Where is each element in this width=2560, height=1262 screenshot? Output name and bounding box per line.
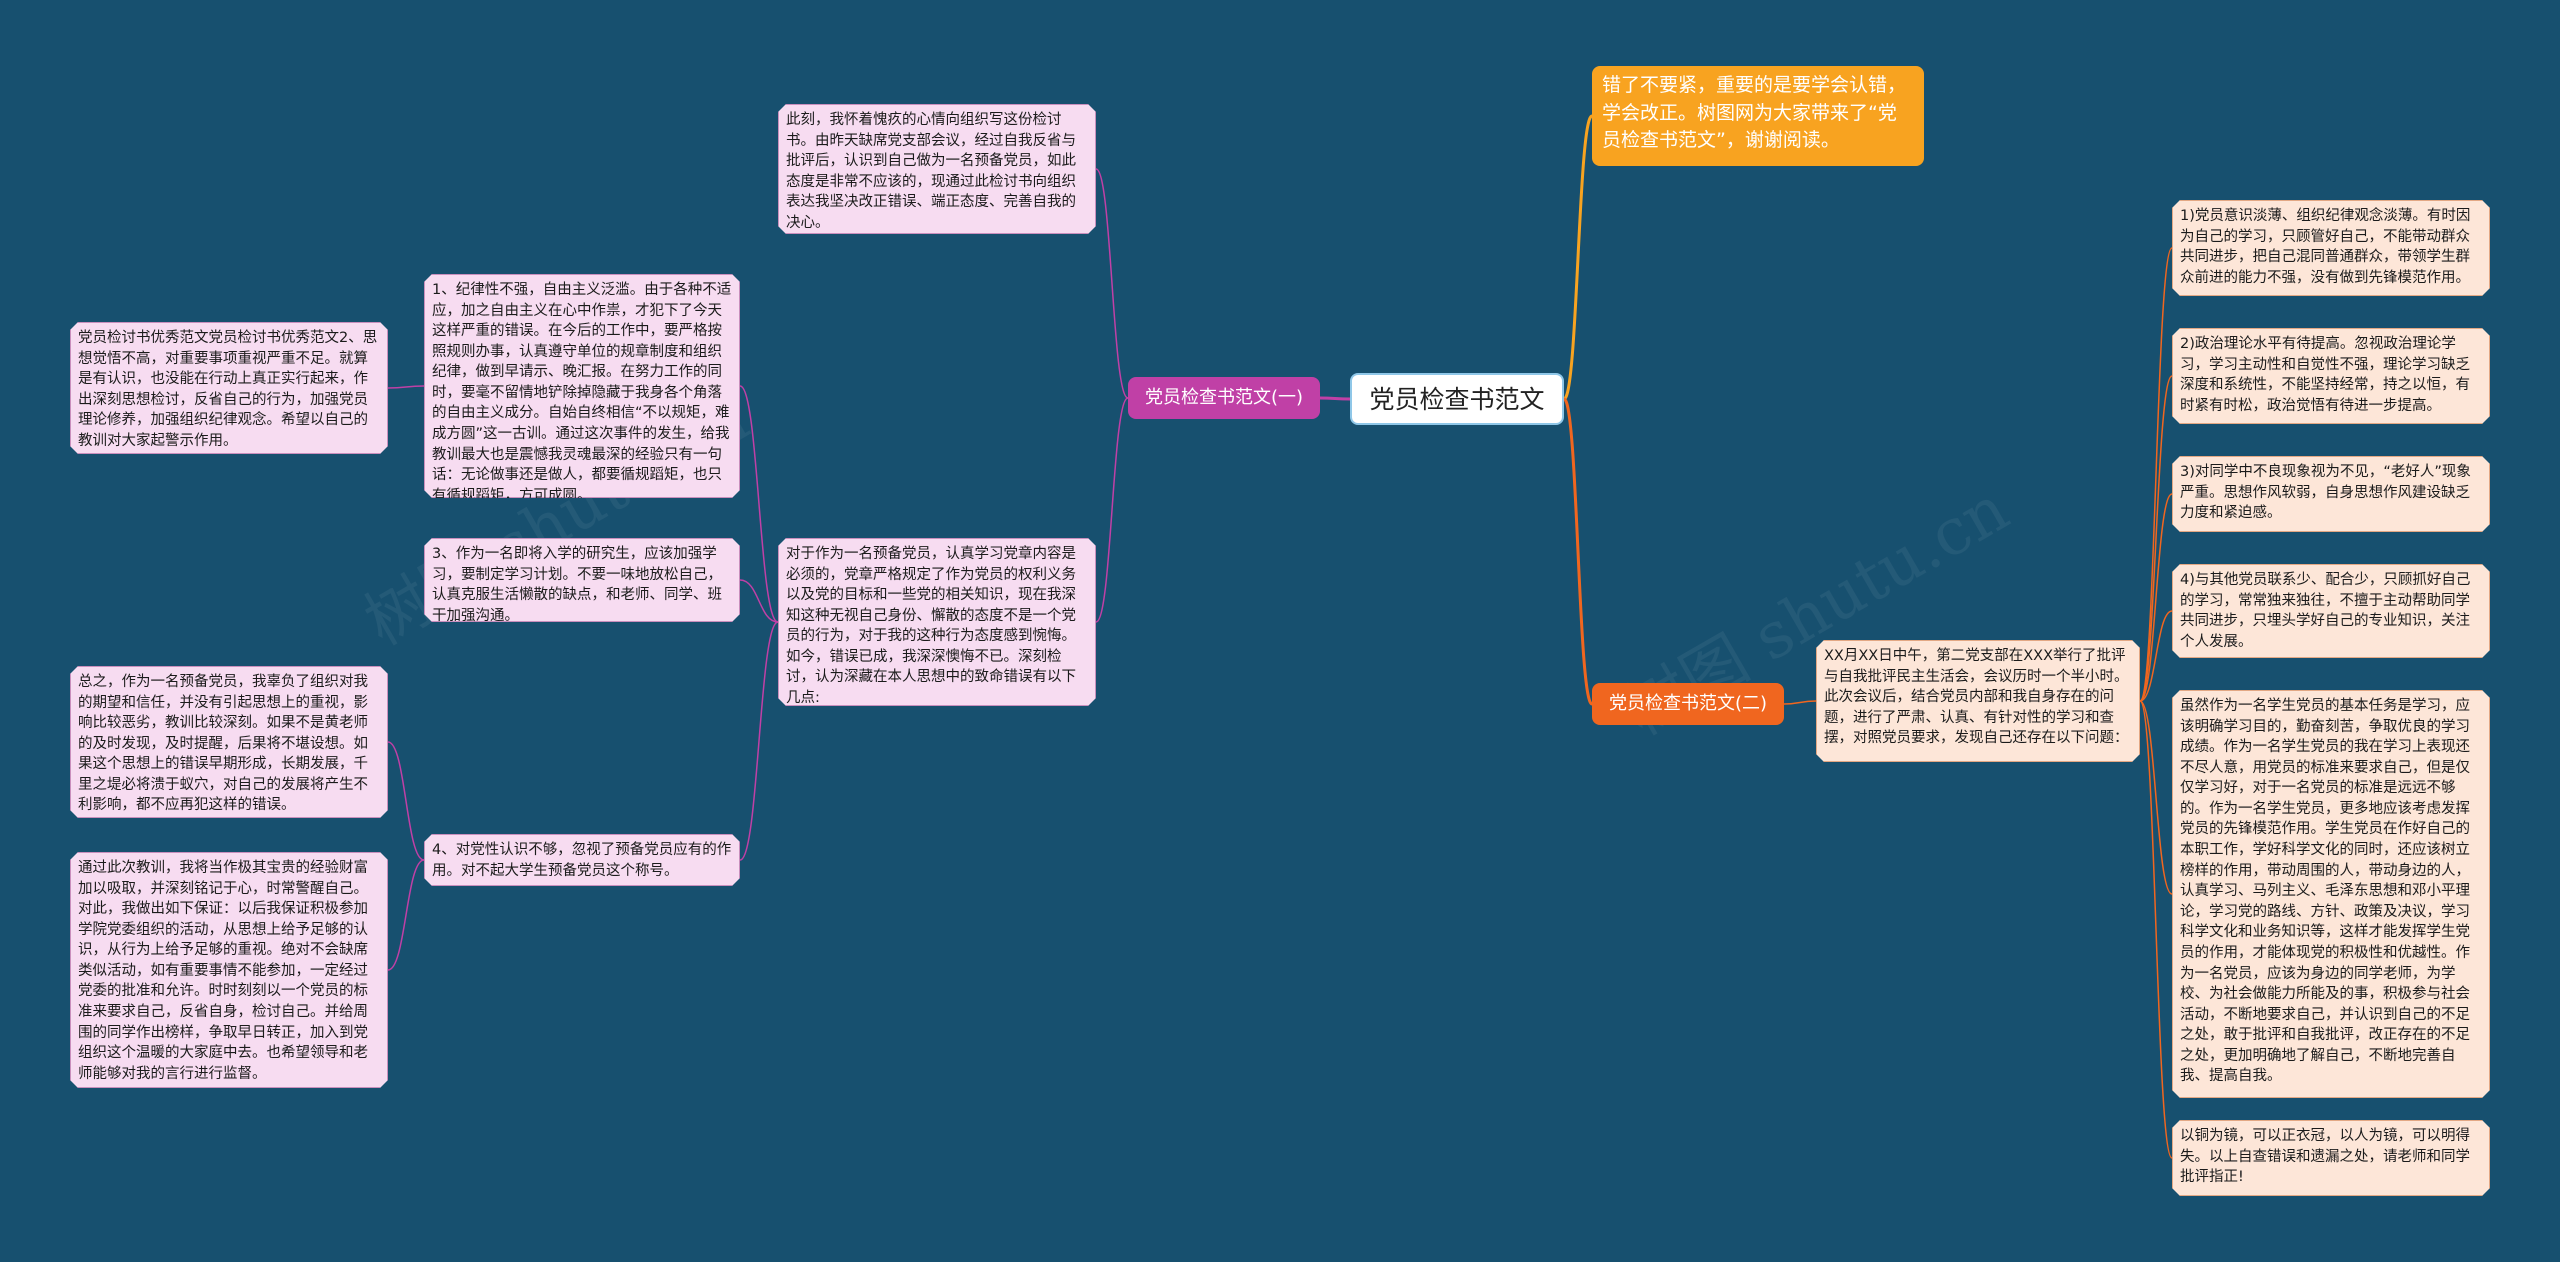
link-meeting-issue — [2139, 375, 2173, 702]
issue-item[interactable]: 3)对同学中不良现象视为不见，“老好人”现象严重。思想作风软弱，自身思想作风建设… — [2172, 456, 2490, 532]
issue-item[interactable]: 4)与其他党员联系少、配合少，只顾抓好自己的学习，常常独来独往，不擅于主动帮助同… — [2172, 564, 2490, 658]
issue-item[interactable]: 虽然作为一名学生党员的基本任务是学习，应该明确学习目的，勤奋刻苦，争取优良的学习… — [2172, 690, 2490, 1098]
link-meeting-issue — [2139, 493, 2173, 702]
branch-one-topic[interactable]: 党员检查书范文(一) — [1128, 377, 1320, 419]
intro-note[interactable]: 错了不要紧，重要的是要学会认错，学会改正。树图网为大家带来了“党员检查书范文”，… — [1592, 66, 1924, 166]
link-meeting-issue — [2139, 610, 2173, 702]
link-root-intro — [1562, 114, 1594, 401]
link-branch-two-meeting — [1783, 700, 1817, 705]
link-point-child — [387, 385, 425, 389]
link-root-branch-one — [1319, 396, 1351, 401]
branch-one-reflection[interactable]: 对于作为一名预备党员，认真学习党章内容是必须的，党章严格规定了作为党员的权利义务… — [778, 538, 1096, 706]
link-point-child — [387, 741, 425, 861]
point-awareness[interactable]: 党员检讨书优秀范文党员检讨书优秀范文2、思想觉悟不高，对重要事项重视严重不足。就… — [70, 322, 388, 454]
link-reflection-point — [739, 385, 779, 623]
meeting-summary[interactable]: XX月XX日中午，第二党支部在XXX举行了批评与自我批评民主生活会，会议历时一个… — [1816, 640, 2140, 762]
issue-item[interactable]: 2)政治理论水平有待提高。忽视政治理论学习，学习主动性和自觉性不强，理论学习缺乏… — [2172, 328, 2490, 424]
link-meeting-issue — [2139, 700, 2173, 1159]
link-meeting-issue — [2139, 247, 2173, 702]
point-summary[interactable]: 总之，作为一名预备党员，我辜负了组织对我的期望和信任，并没有引起思想上的重视，影… — [70, 666, 388, 818]
point-party-spirit[interactable]: 4、对党性认识不够，忽视了预备党员应有的作用。对不起大学生预备党员这个称号。 — [424, 834, 740, 886]
point-study-plan[interactable]: 3、作为一名即将入学的研究生，应该加强学习，要制定学习计划。不要一味地放松自己，… — [424, 538, 740, 622]
closing-remark[interactable]: 以铜为镜，可以正衣冠，以人为镜，可以明得失。以上自查错误和遗漏之处，请老师和同学… — [2172, 1120, 2490, 1196]
link-branch-one-reflection — [1095, 397, 1129, 623]
link-branch-one-opening — [1095, 168, 1129, 399]
link-reflection-point — [739, 579, 779, 623]
branch-one-opening[interactable]: 此刻，我怀着愧疚的心情向组织写这份检讨书。由昨天缺席党支部会议，经过自我反省与批… — [778, 104, 1096, 234]
link-point-child — [387, 859, 425, 971]
link-meeting-issue — [2139, 700, 2173, 895]
root-topic[interactable]: 党员检查书范文 — [1350, 373, 1564, 425]
branch-two-topic[interactable]: 党员检查书范文(二) — [1592, 683, 1784, 725]
issue-item[interactable]: 1)党员意识淡薄、组织纪律观念淡薄。有时因为自己的学习，只顾管好自己，不能带动群… — [2172, 200, 2490, 296]
link-root-branch-two — [1562, 397, 1594, 706]
link-reflection-point — [739, 621, 779, 861]
point-discipline[interactable]: 1、纪律性不强，自由主义泛滥。由于各种不适应，加之自由主义在心中作祟，才犯下了今… — [424, 274, 740, 498]
point-guarantee[interactable]: 通过此次教训，我将当作极其宝贵的经验财富加以吸取，并深刻铭记于心，时常警醒自己。… — [70, 852, 388, 1088]
